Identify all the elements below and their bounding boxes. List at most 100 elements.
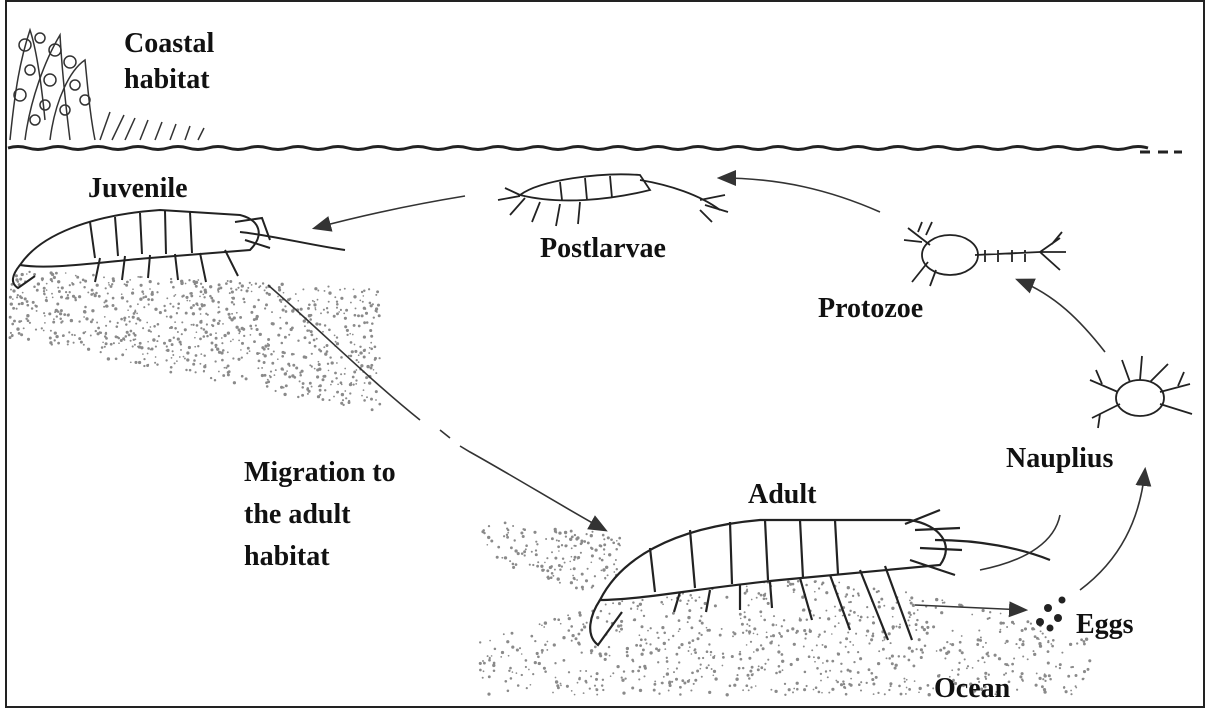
sand-dot <box>255 317 258 320</box>
sand-dot <box>318 363 321 366</box>
sand-dot <box>58 290 61 293</box>
sand-dot <box>189 369 192 372</box>
sand-dot <box>156 291 158 293</box>
sand-dot <box>150 349 152 351</box>
sand-dot <box>227 373 230 376</box>
sand-dot <box>1043 674 1045 676</box>
sand-dot <box>1038 642 1041 645</box>
sand-dot <box>748 657 751 660</box>
sand-dot <box>582 623 584 625</box>
sand-dot <box>740 618 742 620</box>
sand-dot <box>736 674 738 676</box>
sand-dot <box>554 569 556 571</box>
sand-dot <box>365 376 368 379</box>
sand-dot <box>653 689 656 692</box>
sand-dot <box>237 358 240 361</box>
sand-dot <box>821 692 823 694</box>
sand-dot <box>1018 647 1020 649</box>
sand-dot <box>908 611 911 614</box>
sand-dot <box>530 684 532 686</box>
sand-dot <box>1038 677 1041 680</box>
sand-dot <box>515 563 518 566</box>
sand-dot <box>594 548 597 551</box>
sand-dot <box>957 668 960 671</box>
sand-dot <box>315 309 317 311</box>
sand-dot <box>949 643 951 645</box>
sand-dot <box>559 568 561 570</box>
sand-dot <box>78 337 81 340</box>
sand-dot <box>97 327 100 330</box>
sand-dot <box>746 623 748 625</box>
sand-dot <box>514 549 517 552</box>
sand-dot <box>78 320 80 322</box>
sand-dot <box>521 674 523 676</box>
sand-dot <box>285 322 288 325</box>
sand-dot <box>151 298 154 301</box>
sand-dot <box>227 351 229 353</box>
sand-dot <box>204 291 207 294</box>
sand-dot <box>613 571 615 573</box>
sand-dot <box>620 628 623 631</box>
sand-dot <box>54 311 56 313</box>
sand-dot <box>852 595 854 597</box>
sand-dot <box>253 340 256 343</box>
sand-dot <box>679 686 682 689</box>
diagram-frame <box>6 1 1204 707</box>
sand-dot <box>708 691 711 694</box>
sand-dot <box>546 557 548 559</box>
sand-dot <box>571 556 573 558</box>
adult-shrimp-illustration <box>590 510 1050 645</box>
sand-dot <box>681 679 684 682</box>
sand-dot <box>137 276 139 278</box>
sand-dot <box>12 289 15 292</box>
sand-dot <box>818 636 820 638</box>
sand-dot <box>925 621 928 624</box>
sand-dot <box>596 616 599 619</box>
sand-dot <box>153 325 156 328</box>
sand-dot <box>525 544 528 547</box>
sand-dot <box>796 688 799 691</box>
sand-dot <box>998 657 1001 660</box>
sand-dot <box>574 534 576 536</box>
sand-dot <box>57 287 59 289</box>
sand-dot <box>687 616 690 619</box>
sand-dot <box>1059 663 1062 666</box>
sand-dot <box>700 615 702 617</box>
sand-dot <box>209 285 212 288</box>
sand-dot <box>977 660 979 662</box>
sand-dot <box>203 335 206 338</box>
sand-dot <box>519 647 521 649</box>
sand-dot <box>554 557 557 560</box>
sand-dot <box>344 373 346 375</box>
sand-dot <box>352 334 354 336</box>
sand-dot <box>691 597 693 599</box>
sand-dot <box>796 682 799 685</box>
sand-dot <box>211 299 214 302</box>
sand-dot <box>1061 652 1063 654</box>
sand-dot <box>190 294 193 297</box>
sand-dot <box>83 316 85 318</box>
sand-dot <box>102 341 104 343</box>
sand-dot <box>172 305 174 307</box>
sand-dot <box>224 367 226 369</box>
sand-dot <box>1021 629 1024 632</box>
sand-dot <box>20 333 23 336</box>
sand-dot <box>293 376 296 379</box>
sand-dot <box>608 553 611 556</box>
sand-dot <box>756 597 758 599</box>
sand-dot <box>368 381 371 384</box>
sand-dot <box>203 354 205 356</box>
sand-dot <box>845 693 848 696</box>
sand-dot <box>166 316 168 318</box>
sand-dot <box>564 531 567 534</box>
sand-dot <box>822 644 824 646</box>
sand-dot <box>250 328 252 330</box>
sand-dot <box>84 306 87 309</box>
sand-dot <box>291 353 294 356</box>
sand-dot <box>57 310 60 313</box>
sand-dot <box>496 556 499 559</box>
sand-dot <box>193 280 196 283</box>
protozoe-illustration <box>904 222 1066 286</box>
sand-dot <box>939 649 942 652</box>
sand-dot <box>673 671 675 673</box>
